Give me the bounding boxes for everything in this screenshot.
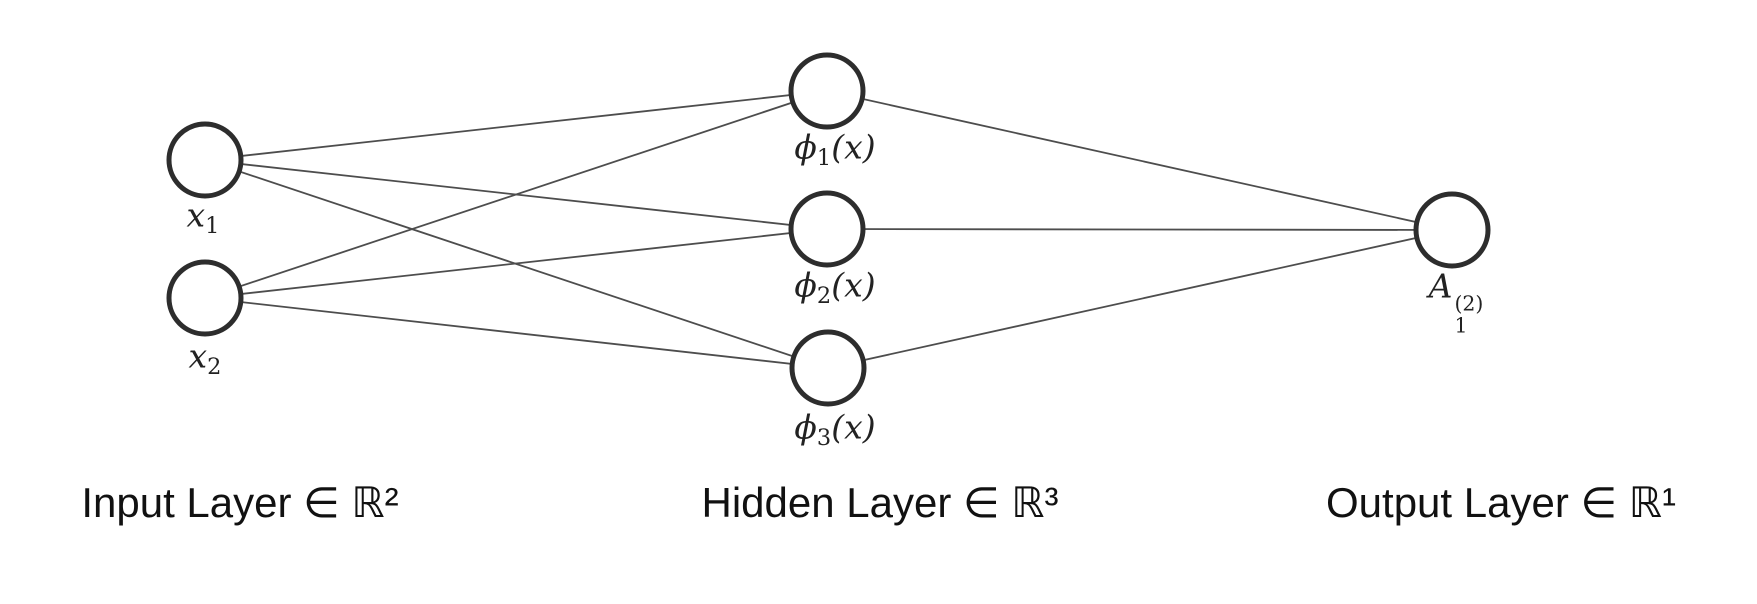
label-phi2-arg: (x) bbox=[831, 265, 876, 305]
edge-phi2-output bbox=[826, 228, 1453, 231]
label-output-a1: A(2)1 bbox=[1429, 270, 1484, 337]
label-phi2: ϕ2(x) bbox=[794, 269, 875, 308]
label-x1-sub: 1 bbox=[205, 212, 220, 239]
edge-x2-phi1 bbox=[204, 90, 828, 299]
edge-phi3-output bbox=[827, 229, 1453, 369]
label-phi3-arg: (x) bbox=[831, 407, 876, 447]
edge-x2-phi2 bbox=[204, 228, 828, 299]
node-hidden-phi1 bbox=[788, 52, 866, 130]
label-x2-base: x bbox=[188, 336, 208, 376]
label-phi2-sub: 2 bbox=[816, 282, 832, 309]
node-input-x2 bbox=[166, 259, 244, 337]
label-output-scripts: (2)1 bbox=[1454, 292, 1483, 336]
label-x1-base: x bbox=[186, 195, 206, 235]
label-phi2-base: ϕ bbox=[794, 265, 817, 305]
label-x2: x2 bbox=[189, 340, 222, 379]
nodes bbox=[166, 52, 1491, 407]
node-input-x1 bbox=[166, 121, 244, 199]
label-phi1-arg: (x) bbox=[831, 127, 876, 167]
label-output-sup: (2) bbox=[1454, 291, 1484, 316]
node-output-a1 bbox=[1413, 191, 1491, 269]
label-output-base: A bbox=[1428, 266, 1453, 306]
label-phi1: ϕ1(x) bbox=[794, 131, 875, 170]
caption-output-layer: Output Layer ∈ ℝ¹ bbox=[1326, 479, 1676, 526]
label-phi1-sub: 1 bbox=[816, 144, 832, 171]
edge-phi1-output bbox=[826, 90, 1453, 231]
edge-x1-phi1 bbox=[204, 90, 828, 161]
label-x2-sub: 2 bbox=[207, 353, 222, 380]
label-phi1-base: ϕ bbox=[794, 127, 817, 167]
label-phi3-sub: 3 bbox=[816, 424, 832, 451]
label-phi3: ϕ3(x) bbox=[794, 411, 875, 450]
caption-input-layer: Input Layer ∈ ℝ² bbox=[81, 479, 399, 526]
label-phi3-base: ϕ bbox=[794, 407, 817, 447]
edge-x2-phi3 bbox=[204, 297, 829, 369]
label-x1: x1 bbox=[187, 199, 220, 238]
edges bbox=[204, 90, 1453, 369]
node-hidden-phi2 bbox=[788, 190, 866, 268]
label-output-sub: 1 bbox=[1454, 313, 1468, 338]
node-hidden-phi3 bbox=[789, 329, 867, 407]
caption-hidden-layer: Hidden Layer ∈ ℝ³ bbox=[701, 479, 1059, 526]
